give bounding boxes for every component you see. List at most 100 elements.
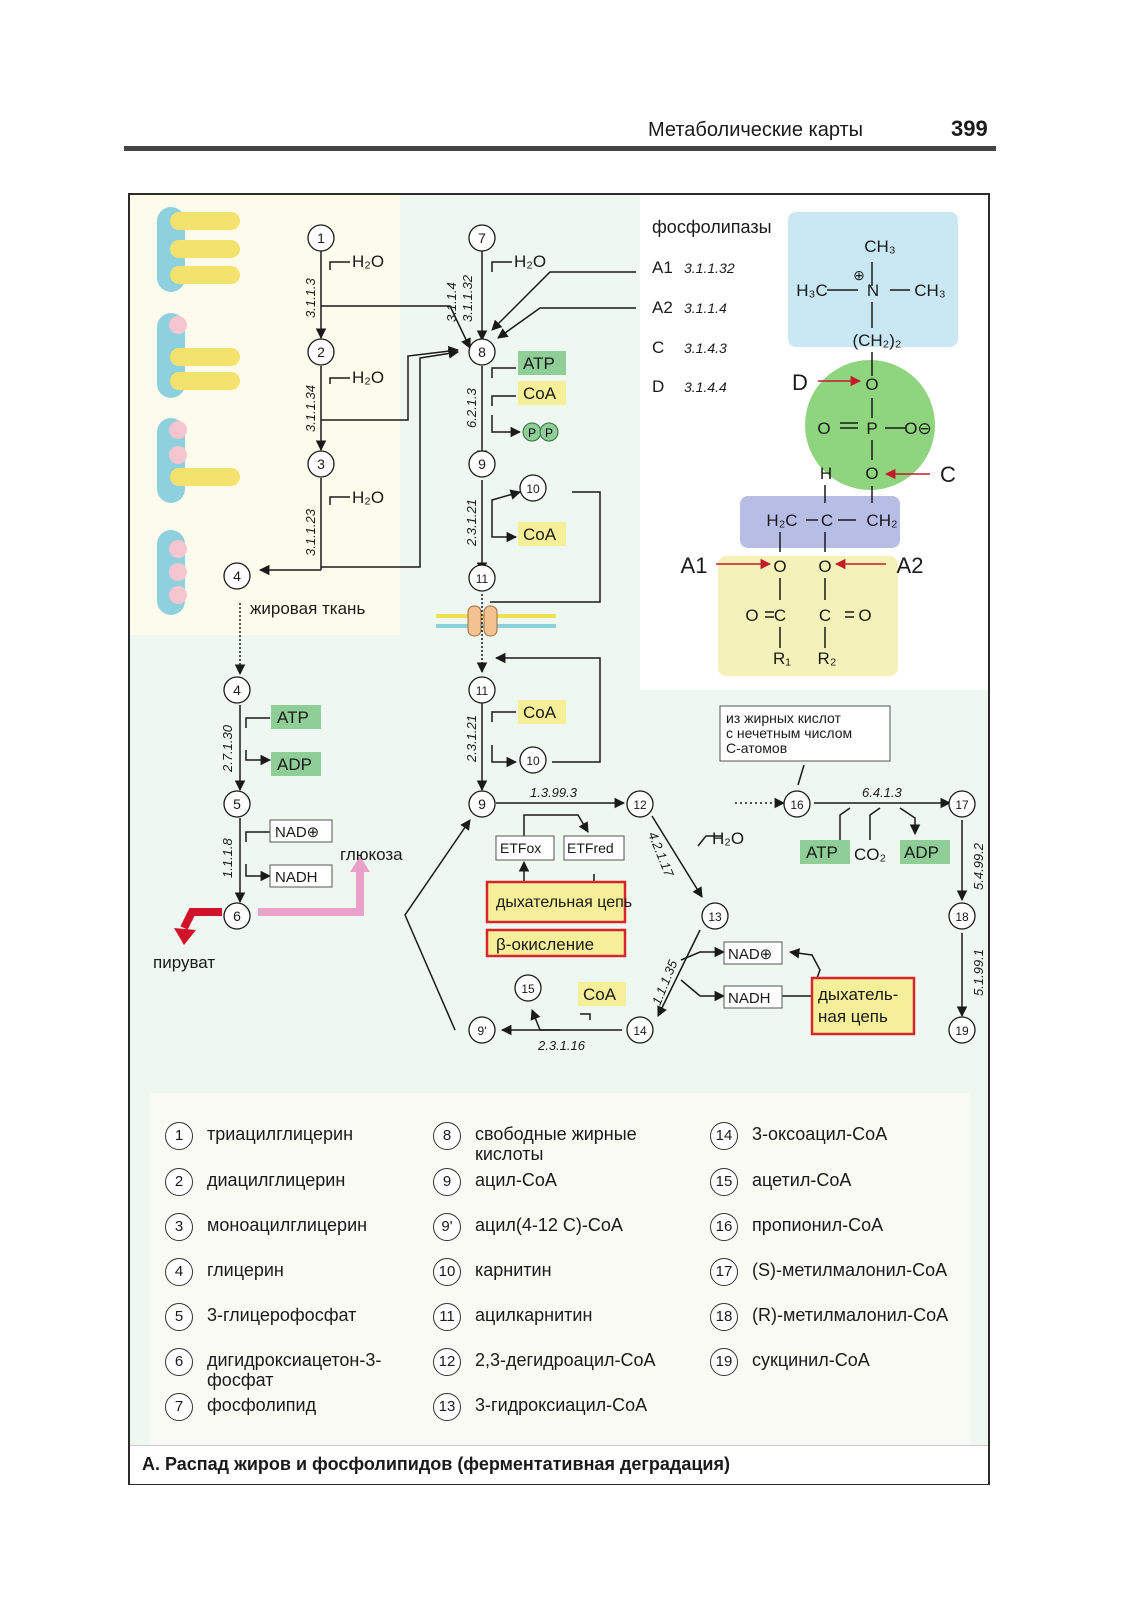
legend-text: свободные жирные кислоты	[475, 1124, 637, 1164]
site-a1-label: A1	[681, 553, 708, 578]
caption-band	[130, 1445, 988, 1484]
enzyme-2-3-1-21-lower: 2.3.1.21	[464, 715, 479, 763]
cleavage-site-arrows	[716, 375, 930, 570]
atom-ch3-top: CH₃	[864, 237, 895, 256]
co2-label: CO₂	[854, 845, 886, 864]
phospholipase-c-ec: 3.1.4.3	[684, 340, 727, 356]
phospholipase-a2-ec: 3.1.1.4	[684, 300, 727, 316]
node-11a: 11	[476, 572, 489, 586]
h2o-label-2: H₂O	[352, 368, 384, 387]
pyruvate-arrowhead	[174, 928, 196, 945]
atom-p: P	[866, 419, 877, 438]
node-12: 12	[633, 798, 647, 812]
legend-text: глицерин	[207, 1260, 284, 1280]
node-16: 16	[790, 798, 804, 812]
legend-number: 1	[165, 1122, 193, 1150]
node-circles	[223, 224, 976, 1044]
legend-number: 18	[710, 1303, 738, 1331]
legend-text: ацил-CoA	[475, 1170, 557, 1190]
enzyme-3-1-1-4: 3.1.1.4	[444, 282, 459, 322]
coa-label-4: CoA	[583, 985, 617, 1004]
atom-r1: R₁	[773, 649, 791, 668]
legend-pane	[150, 1093, 970, 1445]
node-14: 14	[633, 1024, 647, 1038]
resp-chain-label-1: дыхательная цепь	[496, 894, 632, 911]
node-13: 13	[708, 910, 722, 924]
glycerol-icon	[157, 530, 187, 615]
atom-o-a2: O	[818, 557, 831, 576]
nad-label-1: NAD⊕	[275, 824, 319, 841]
header-rule	[124, 146, 996, 151]
legend-number: 19	[710, 1348, 738, 1376]
pyrophosphate-icon: P P	[522, 422, 559, 442]
legend-text: (R)-метилмалонил-CoA	[752, 1305, 949, 1325]
phospholipase-a1-name: A1	[652, 258, 673, 277]
legend-text: моноацилглицерин	[207, 1215, 368, 1235]
phospholipase-a2-name: A2	[652, 298, 673, 317]
legend-number: 7	[165, 1393, 193, 1421]
enzyme-2-3-1-21-upper: 2.3.1.21	[464, 499, 479, 547]
coa-label-1: CoA	[523, 384, 557, 403]
node-11b: 11	[476, 684, 489, 698]
legend-text: ацил(4-12 C)-CoA	[475, 1215, 623, 1235]
legend-text: 2,3-дегидроацил-CoA	[475, 1350, 656, 1370]
legend-number: 12	[433, 1348, 461, 1376]
node-10b: 10	[526, 754, 540, 768]
lipid-droplet-icons	[157, 207, 240, 615]
h2o-label-3: H₂O	[352, 488, 384, 507]
legend-number: 5	[165, 1303, 193, 1331]
legend-number: 15	[710, 1168, 738, 1196]
triacylglycerol-icon	[157, 207, 240, 292]
legend-text: диацилглицерин	[207, 1170, 346, 1190]
nadh-label-2: NADH	[728, 990, 771, 1007]
phospholipase-d-name: D	[652, 377, 664, 396]
node-10a: 10	[526, 482, 540, 496]
enzyme-5-1-99-1: 5.1.99.1	[971, 949, 986, 996]
atom-c-ester-1: C	[774, 606, 786, 625]
cofactor-labels: H₂O H₂O H₂O H₂O H₂O ATP CoA CoA CoA CoA …	[153, 252, 939, 1026]
pp-label-2: P	[545, 426, 553, 440]
enzyme-3-1-1-34: 3.1.1.34	[303, 385, 318, 432]
glucose-arrow	[258, 868, 364, 916]
enzyme-2-3-1-16: 2.3.1.16	[537, 1038, 586, 1053]
phosphate-region	[805, 360, 935, 490]
enzyme-3-1-1-3: 3.1.1.3	[303, 277, 318, 318]
nad-label-2: NAD⊕	[728, 946, 772, 963]
fat-tissue-label: жировая ткань	[250, 599, 365, 618]
legend-text: 3-оксоацил-CoA	[752, 1124, 888, 1144]
atp-label-1: ATP	[523, 354, 555, 373]
atom-o-d: O	[865, 375, 878, 394]
legend-text: 3-глицерофосфат	[207, 1305, 357, 1325]
node-8: 8	[478, 344, 486, 360]
legend-text: сукцинил-CoA	[752, 1350, 870, 1370]
atp-label-2: ATP	[277, 708, 309, 727]
node-17: 17	[955, 798, 969, 812]
legend-number: 2	[165, 1168, 193, 1196]
node-7: 7	[478, 230, 486, 246]
coa-label-2: CoA	[523, 525, 557, 544]
beta-oxidation-label: β-окисление	[496, 935, 594, 954]
legend-text: фосфолипид	[207, 1395, 317, 1415]
node-4b: 4	[233, 682, 241, 698]
legend-text: ацетил-CoA	[752, 1170, 852, 1190]
choline-region	[788, 212, 958, 347]
h2o-label-1: H₂O	[352, 252, 384, 271]
atom-o-double: O	[817, 419, 830, 438]
phospholipase-title: фосфолипазы	[652, 217, 772, 237]
enzyme-4-2-1-17: 4.2.1.17	[645, 830, 677, 880]
odd-fa-line: с нечетным числом	[726, 725, 852, 741]
enzyme-5-4-99-2: 5.4.99.2	[971, 842, 986, 890]
etf-ox-label: ETFox	[500, 840, 541, 856]
pp-label-1: P	[528, 426, 536, 440]
enzyme-3-1-1-32: 3.1.1.32	[460, 274, 475, 322]
atom-h: H	[820, 464, 832, 483]
atom-o-c: O	[865, 464, 878, 483]
atom-ch2: CH₂	[866, 511, 897, 530]
legend-number: 13	[433, 1393, 461, 1421]
cofactor-boxes	[269, 351, 950, 1036]
section-title: Метаболические карты	[648, 119, 864, 141]
monoacylglycerol-icon	[157, 418, 240, 503]
